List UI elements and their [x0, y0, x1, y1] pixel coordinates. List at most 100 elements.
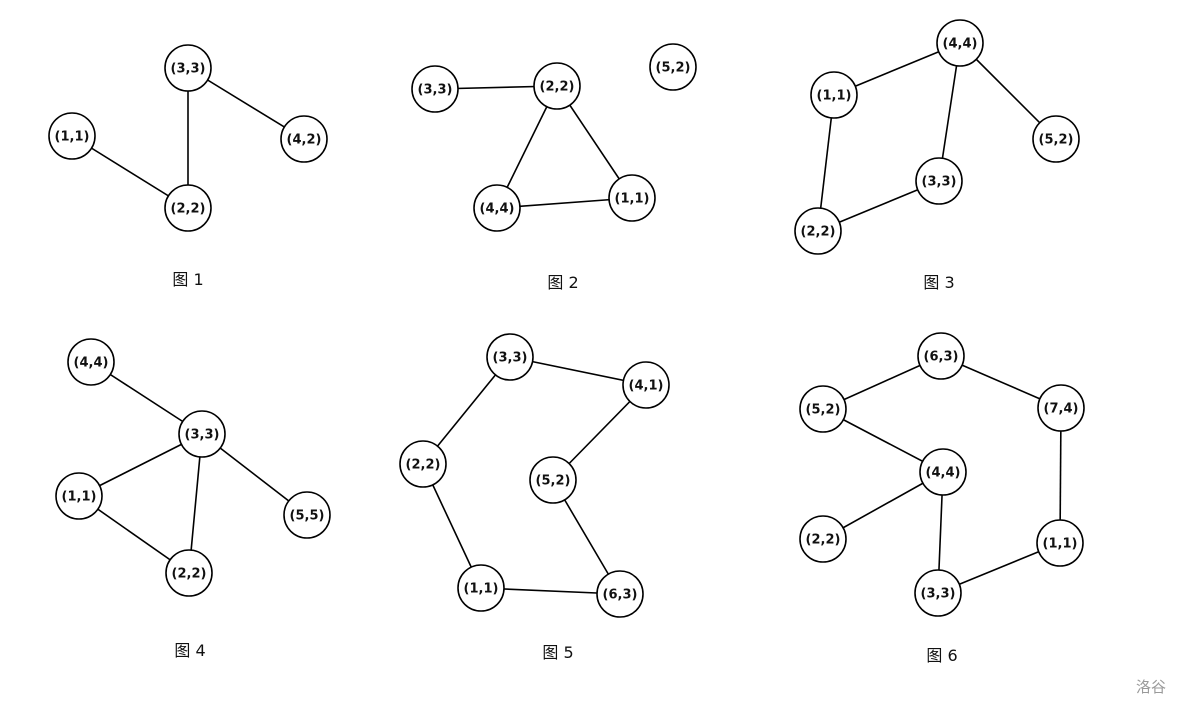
graph-node: (3,3) [915, 157, 963, 205]
graph-node: (3,3) [178, 410, 226, 458]
node-label: (2,2) [806, 533, 841, 548]
graph-node: (2,2) [164, 184, 212, 232]
graph-2: (3,3) (2,2) (5,2) (4,4) (1,1) 图 2 [411, 43, 697, 292]
graph-node: (3,3) [914, 569, 962, 617]
node-circle [178, 410, 226, 458]
node-label: (1,1) [817, 89, 852, 104]
node-label: (6,3) [924, 350, 959, 365]
graph-node: (1,1) [810, 71, 858, 119]
graph-node: (2,2) [799, 515, 847, 563]
graph-node: (2,2) [794, 207, 842, 255]
node-label: (3,3) [493, 351, 528, 366]
node-label: (1,1) [464, 582, 499, 597]
node-circle [283, 491, 331, 539]
graph-node: (3,3) [486, 333, 534, 381]
node-label: (3,3) [171, 62, 206, 77]
node-circle [164, 184, 212, 232]
graph-node: (2,2) [399, 440, 447, 488]
node-label: (2,2) [171, 202, 206, 217]
node-label: (1,1) [62, 490, 97, 505]
graph-caption: 图 5 [542, 643, 573, 662]
node-label: (5,2) [656, 61, 691, 76]
node-label: (2,2) [406, 458, 441, 473]
graph-node: (2,2) [533, 62, 581, 110]
watermark-text: 洛谷 [1136, 678, 1166, 696]
node-circle [919, 448, 967, 496]
node-circle [165, 549, 213, 597]
graph-node: (5,2) [1032, 115, 1080, 163]
graph-node: (1,1) [1036, 519, 1084, 567]
graph-node: (4,2) [280, 115, 328, 163]
node-circle [622, 361, 670, 409]
node-label: (4,4) [943, 37, 978, 52]
node-label: (1,1) [1043, 537, 1078, 552]
graph-4: (4,4) (3,3) (1,1) (5,5) (2,2) 图 4 [55, 338, 331, 660]
node-label: (5,5) [290, 509, 325, 524]
graph-5: (3,3) (4,1) (2,2) (5,2) (1,1) (6,3) 图 5 [399, 333, 670, 662]
node-circle [799, 515, 847, 563]
node-circle [164, 44, 212, 92]
graph-caption: 图 3 [923, 273, 954, 292]
node-label: (4,4) [926, 466, 961, 481]
graph-node: (4,4) [919, 448, 967, 496]
node-label: (4,2) [287, 133, 322, 148]
node-circle [810, 71, 858, 119]
node-circle [917, 332, 965, 380]
node-circle [486, 333, 534, 381]
graph-node: (4,1) [622, 361, 670, 409]
node-circle [915, 157, 963, 205]
graph-node: (4,4) [67, 338, 115, 386]
graph-node: (5,5) [283, 491, 331, 539]
node-label: (4,1) [629, 379, 664, 394]
node-label: (3,3) [922, 175, 957, 190]
graph-node: (3,3) [411, 65, 459, 113]
node-label: (3,3) [418, 83, 453, 98]
node-label: (5,2) [1039, 133, 1074, 148]
node-label: (4,4) [480, 202, 515, 217]
node-circle [1032, 115, 1080, 163]
node-circle [473, 184, 521, 232]
graph-caption: 图 1 [172, 270, 203, 289]
node-circle [48, 112, 96, 160]
graph-6: (6,3) (5,2) (7,4) (4,4) (2,2) (1,1) (3,3) 图 6 [799, 332, 1085, 665]
graph-caption: 图 4 [174, 641, 205, 660]
node-label: (1,1) [55, 130, 90, 145]
node-circle [799, 385, 847, 433]
graph-node: (6,3) [917, 332, 965, 380]
node-circle [533, 62, 581, 110]
graph-node: (3,3) [164, 44, 212, 92]
node-circle [649, 43, 697, 91]
node-label: (6,3) [603, 588, 638, 603]
node-circle [1036, 519, 1084, 567]
node-circle [529, 456, 577, 504]
graph-node: (1,1) [457, 564, 505, 612]
graph-caption: 图 2 [547, 273, 578, 292]
node-label: (2,2) [172, 567, 207, 582]
graph-node: (6,3) [596, 570, 644, 618]
node-circle [914, 569, 962, 617]
node-circle [457, 564, 505, 612]
node-label: (2,2) [540, 80, 575, 95]
node-label: (3,3) [921, 587, 956, 602]
graph-node: (1,1) [608, 174, 656, 222]
graph-node: (4,4) [936, 19, 984, 67]
node-label: (4,4) [74, 356, 109, 371]
node-circle [1037, 384, 1085, 432]
graph-node: (1,1) [48, 112, 96, 160]
graph-node: (7,4) [1037, 384, 1085, 432]
node-label: (5,2) [806, 403, 841, 418]
node-label: (7,4) [1044, 402, 1079, 417]
graph-caption: 图 6 [926, 646, 957, 665]
node-label: (3,3) [185, 428, 220, 443]
graph-node: (5,2) [529, 456, 577, 504]
node-circle [411, 65, 459, 113]
graph-node: (2,2) [165, 549, 213, 597]
node-label: (5,2) [536, 474, 571, 489]
node-label: (2,2) [801, 225, 836, 240]
node-circle [596, 570, 644, 618]
graph-3: (4,4) (1,1) (5,2) (3,3) (2,2) 图 3 [794, 19, 1080, 292]
node-circle [936, 19, 984, 67]
graph-node: (4,4) [473, 184, 521, 232]
graph-node: (5,2) [799, 385, 847, 433]
graph-node: (5,2) [649, 43, 697, 91]
